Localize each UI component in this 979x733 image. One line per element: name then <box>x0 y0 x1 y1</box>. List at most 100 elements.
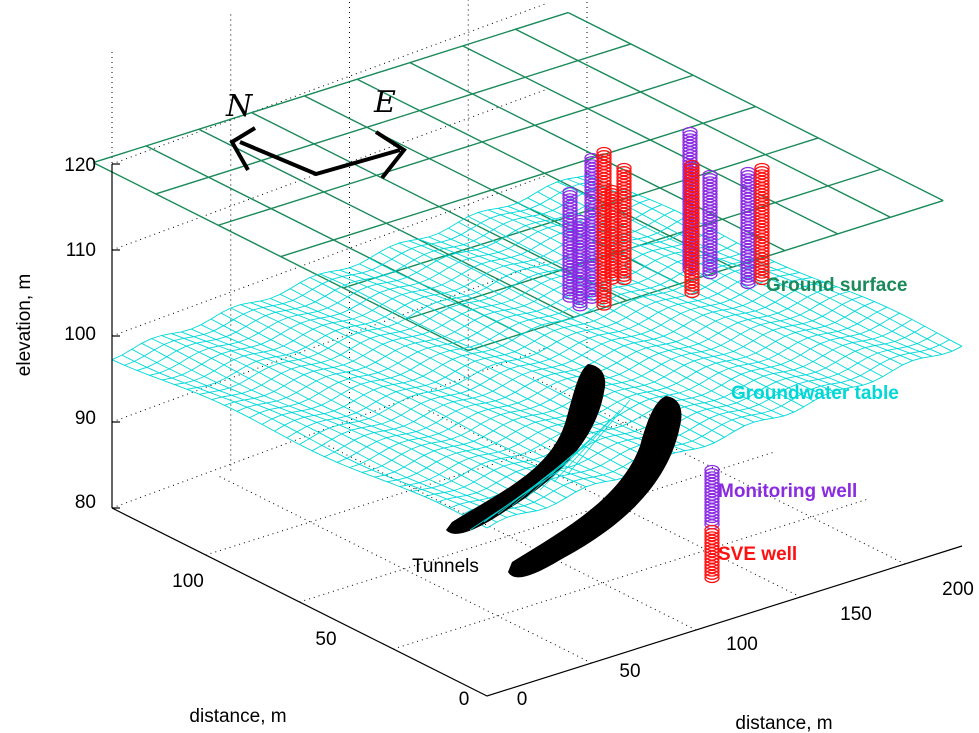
back-grid-line <box>111 3 546 165</box>
z-tick-label: 120 <box>64 155 96 176</box>
water-mesh-line <box>286 255 763 439</box>
well-ring <box>740 278 756 290</box>
y-tick-label: 0 <box>459 689 470 710</box>
monitoring-well-label: Monitoring well <box>718 481 857 502</box>
tunnels-label: Tunnels <box>412 556 479 577</box>
water-mesh-line <box>149 189 625 376</box>
well-ring <box>702 265 718 277</box>
well-ring <box>704 572 720 584</box>
ground-mesh-line <box>280 105 756 258</box>
well-ring <box>754 268 770 279</box>
x-tick-label: 0 <box>517 689 528 710</box>
y-tick-label: 100 <box>172 571 204 592</box>
well-ring <box>702 262 718 273</box>
back-grid-line <box>111 261 546 423</box>
tunnels-group <box>446 364 682 578</box>
north-label: N <box>225 89 254 124</box>
well-column <box>740 166 756 290</box>
axes-box <box>111 163 963 697</box>
x-tick-label: 150 <box>840 604 872 625</box>
well-ring <box>704 512 720 524</box>
well-column <box>596 146 612 311</box>
wells-group <box>562 126 770 584</box>
ground-surface-label: Ground surface <box>766 275 907 296</box>
water-mesh-line <box>486 345 963 529</box>
z-tick-label: 110 <box>66 240 96 261</box>
water-mesh-line <box>309 277 686 452</box>
water-mesh-line <box>474 339 950 522</box>
well-ring <box>616 274 632 286</box>
y-axis-label: distance, m <box>189 706 286 727</box>
well-ring <box>572 301 588 312</box>
y-tick-label: 50 <box>315 629 336 650</box>
well-column <box>704 524 720 584</box>
well-ring <box>596 294 612 305</box>
well-column <box>702 169 718 280</box>
water-mesh-line <box>399 301 875 487</box>
well-column <box>704 464 720 530</box>
well-ring <box>704 569 720 580</box>
tunnel-overlay-line <box>553 409 621 483</box>
x-tick-label: 50 <box>619 661 640 682</box>
ground-mesh-line <box>155 43 631 195</box>
well-ring <box>702 269 718 280</box>
water-mesh-line <box>224 222 700 406</box>
water-mesh-line <box>174 198 650 386</box>
x-tick-label: 200 <box>942 579 974 600</box>
water-mesh-line <box>274 248 750 432</box>
water-mesh-line <box>261 242 738 425</box>
floor-grid-line <box>299 451 775 603</box>
east-arrowhead <box>374 130 407 180</box>
ground-mesh-line <box>343 137 819 289</box>
water-mesh-line <box>374 291 850 478</box>
well-column <box>616 162 632 286</box>
ground-mesh-line <box>218 74 694 226</box>
well-ring <box>754 274 770 286</box>
east-label: E <box>373 85 396 120</box>
well-ring <box>596 300 612 311</box>
well-ring <box>684 287 700 299</box>
groundwater-table-mesh <box>111 175 963 529</box>
water-mesh-line <box>311 266 788 452</box>
ground-mesh-line <box>93 11 569 164</box>
well-ring <box>572 298 588 309</box>
tunnel-shape <box>508 396 682 578</box>
tunnel-overlay-line <box>525 429 601 499</box>
water-mesh-line <box>161 193 638 381</box>
water-mesh-line <box>386 295 863 483</box>
x-tick-label: 100 <box>726 634 758 655</box>
well-ring <box>596 297 612 308</box>
well-column <box>754 162 770 286</box>
z-tick-label: 80 <box>75 492 96 513</box>
back-grid-line <box>111 175 546 337</box>
tunnel-shape <box>446 364 606 534</box>
ground-mesh-line <box>468 199 944 352</box>
well-ring <box>684 281 700 292</box>
groundwater-label: Groundwater table <box>731 383 899 404</box>
well-ring <box>616 268 632 279</box>
water-mesh-line <box>111 175 588 361</box>
well-ring <box>684 284 700 295</box>
ground-mesh-line <box>405 168 881 320</box>
z-tick-label: 90 <box>75 408 96 429</box>
well-ring <box>754 271 770 282</box>
water-mesh-line <box>124 179 600 366</box>
water-mesh-line <box>336 277 813 463</box>
water-mesh-line <box>151 338 527 513</box>
water-mesh-line <box>324 272 800 458</box>
ground-surface-mesh <box>92 11 944 352</box>
water-mesh-line <box>299 261 775 445</box>
water-mesh-line <box>181 331 557 504</box>
sve-well-label: SVE well <box>718 544 797 565</box>
tunnel-overlay-line <box>567 399 631 475</box>
z-tick-label: 100 <box>64 324 96 345</box>
compass: N E <box>225 85 407 180</box>
water-mesh-line <box>411 306 888 492</box>
well-ring <box>616 271 632 282</box>
water-mesh-line <box>136 184 613 371</box>
well-column <box>572 214 588 312</box>
tunnel-overlay-line <box>539 419 611 491</box>
water-mesh-line <box>236 228 713 412</box>
z-axis-label: elevation, m <box>14 274 35 376</box>
